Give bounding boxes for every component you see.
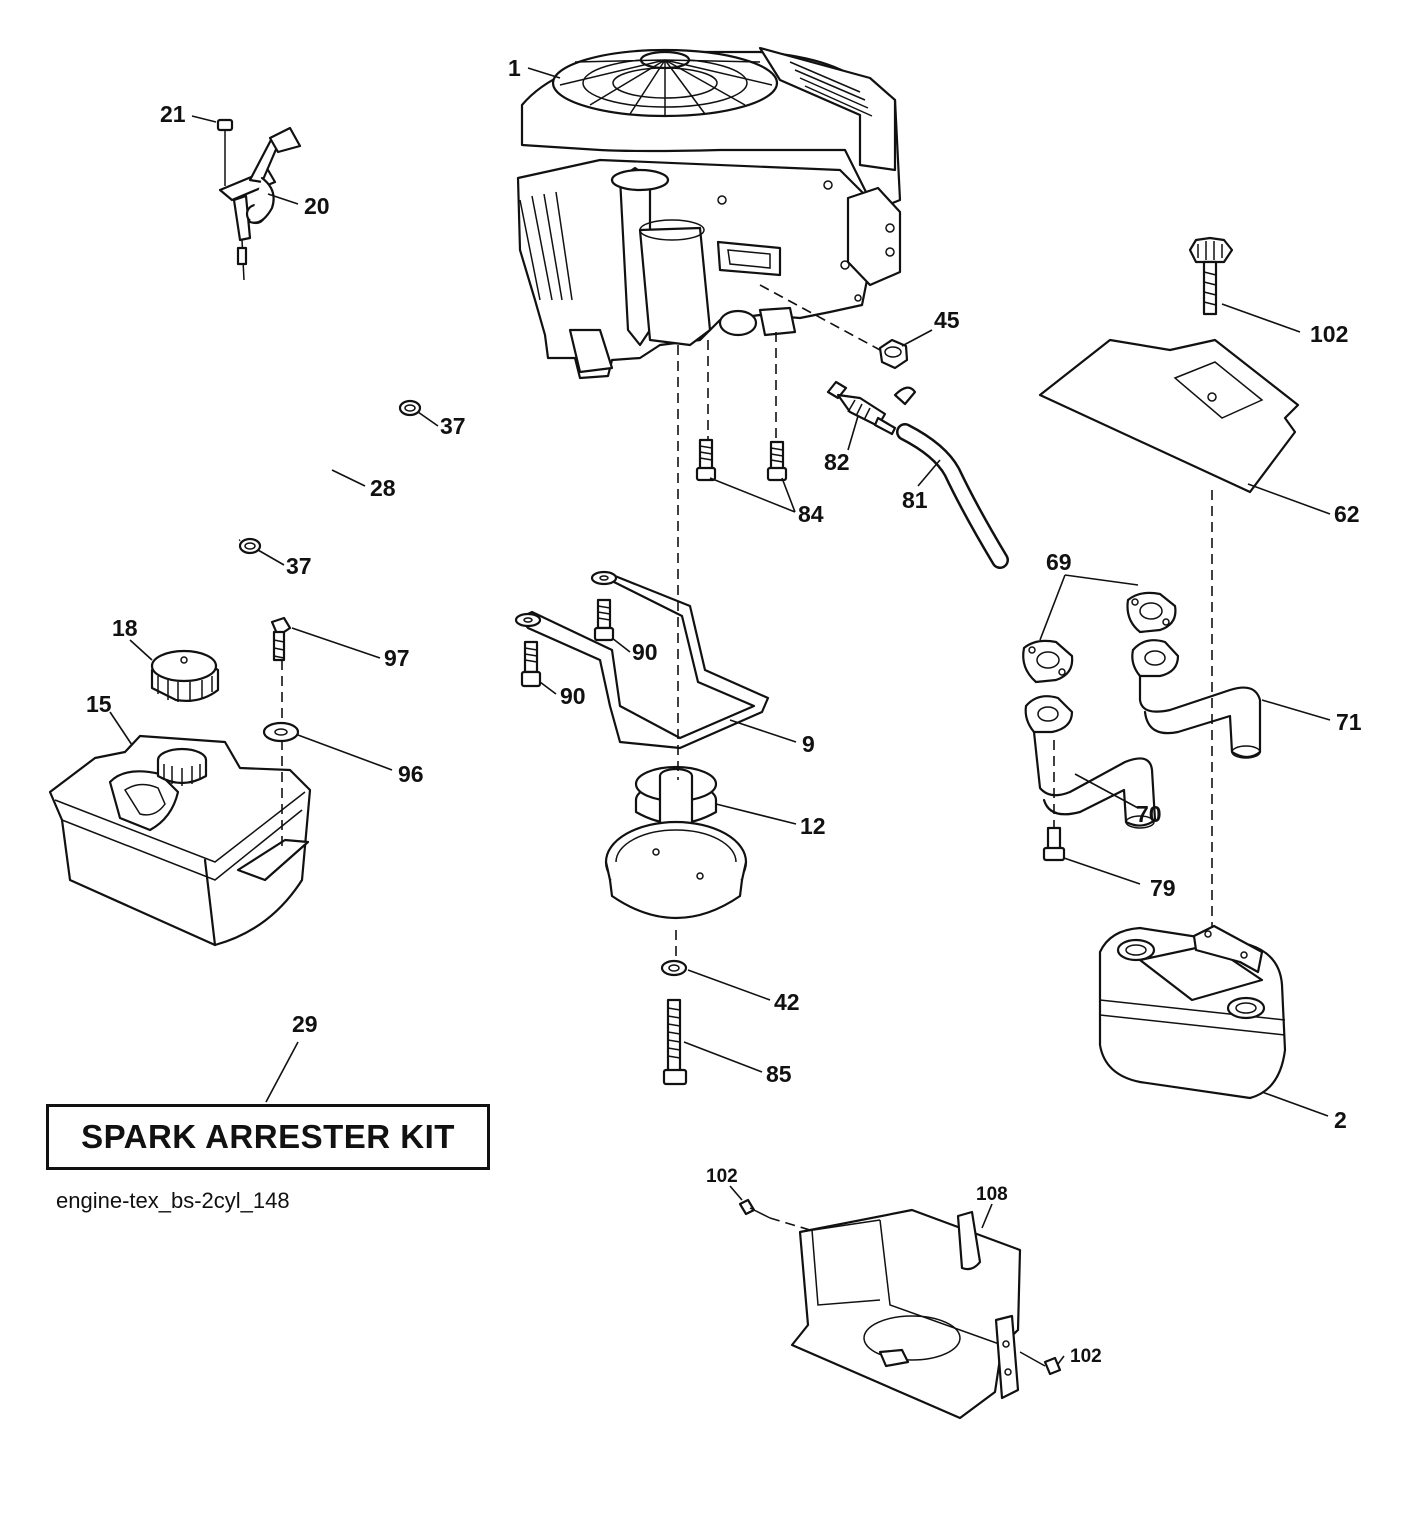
fuel-tank-15	[48, 734, 312, 947]
bolt-79	[1042, 826, 1066, 862]
callout-labels: 1 21 20 45 102 37 28 37 82 81 84 62 69 1…	[86, 55, 1362, 1367]
callout-18: 18	[112, 615, 138, 641]
bolt-102-right	[1019, 1351, 1062, 1376]
callout-102-right: 102	[1070, 1346, 1102, 1367]
knob-bolt-102-top	[1188, 236, 1234, 316]
callout-108: 108	[976, 1184, 1008, 1205]
callout-70: 70	[1136, 801, 1162, 827]
fuel-line-81	[896, 423, 1009, 569]
bolt-90-upper	[593, 598, 615, 642]
callout-12: 12	[800, 813, 826, 839]
callout-82: 82	[824, 449, 850, 475]
callout-20: 20	[304, 193, 330, 219]
bottom-shield-108	[790, 1208, 1022, 1420]
callout-37-bottom: 37	[286, 553, 312, 579]
leader-lines	[109, 67, 1331, 1365]
fuel-fitting-82	[826, 380, 917, 436]
bracket-rod-9	[514, 570, 770, 750]
spark-arrester-kit-label: SPARK ARRESTER KIT	[81, 1118, 455, 1155]
callout-69: 69	[1046, 549, 1072, 575]
callout-15: 15	[86, 691, 112, 717]
gasket-69-lower	[1022, 639, 1074, 684]
pulley-12	[604, 765, 748, 919]
callout-90-upper: 90	[632, 639, 658, 665]
callout-1: 1	[508, 55, 521, 81]
exhaust-pipe-70	[1024, 695, 1157, 829]
alignment-lines	[281, 284, 1213, 1231]
washer-96	[262, 721, 300, 743]
bolt-85	[662, 998, 688, 1086]
bolt-97	[270, 616, 292, 662]
spark-arrester-kit-box: SPARK ARRESTER KIT	[46, 1104, 490, 1170]
callout-37-top: 37	[440, 413, 466, 439]
bolt-84-right	[766, 440, 788, 482]
hose-clamp-37-bottom	[238, 537, 262, 555]
diagram-code: engine-tex_bs-2cyl_148	[56, 1188, 290, 1213]
exhaust-pipe-71	[1131, 639, 1262, 759]
fuel-hose-28	[238, 407, 412, 543]
callout-102-left: 102	[706, 1166, 738, 1187]
callout-9: 9	[802, 731, 815, 757]
heat-shield-62	[1038, 338, 1300, 494]
gasket-69-upper	[1126, 591, 1177, 634]
callout-85: 85	[766, 1061, 792, 1087]
callout-62: 62	[1334, 501, 1360, 527]
nut-45	[878, 338, 909, 370]
callout-71: 71	[1336, 709, 1362, 735]
callout-29: 29	[292, 1011, 318, 1037]
throttle-control-assembly	[218, 126, 302, 281]
bolt-21	[216, 118, 234, 186]
hose-clamp-37-top	[398, 399, 422, 417]
callout-45: 45	[934, 307, 960, 333]
callout-102-top: 102	[1310, 321, 1348, 347]
callout-2: 2	[1334, 1107, 1347, 1133]
washer-42	[660, 959, 688, 977]
bolt-90-lower	[520, 640, 542, 688]
bolt-84-left	[695, 438, 717, 482]
fuel-cap-18	[150, 649, 220, 702]
muffler-2	[1098, 924, 1287, 1100]
callout-42: 42	[774, 989, 800, 1015]
callout-90-lower: 90	[560, 683, 586, 709]
callout-79: 79	[1150, 875, 1176, 901]
bolt-102-left	[738, 1198, 771, 1219]
callout-28: 28	[370, 475, 396, 501]
callout-81: 81	[902, 487, 928, 513]
callout-84: 84	[798, 501, 824, 527]
callout-97: 97	[384, 645, 410, 671]
callout-96: 96	[398, 761, 424, 787]
engine-block	[516, 46, 902, 380]
callout-21: 21	[160, 101, 186, 127]
